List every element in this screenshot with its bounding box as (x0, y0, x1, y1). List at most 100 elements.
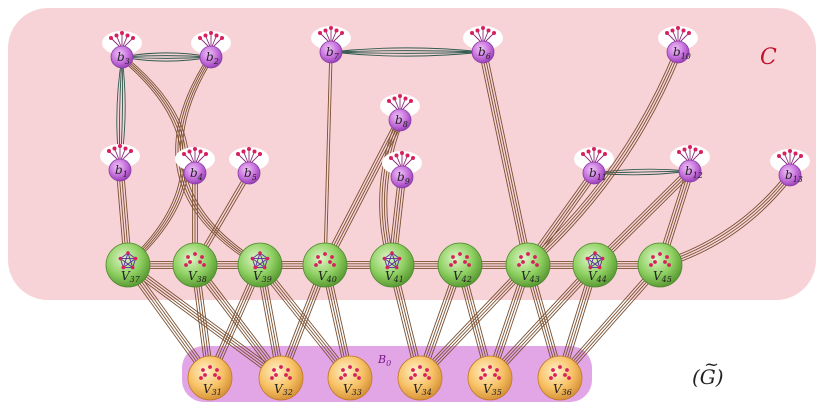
antenna-dot (253, 150, 257, 154)
antenna-dot (398, 94, 402, 98)
node-label-sub: 34 (422, 388, 432, 397)
antenna-dot (777, 154, 781, 158)
inner-dot (284, 373, 288, 377)
inner-dot (463, 260, 467, 264)
antenna-dot (220, 36, 224, 40)
inner-dot (208, 365, 212, 369)
antenna-dot (677, 150, 681, 154)
inner-dot (458, 252, 462, 256)
inner-dot (521, 260, 525, 264)
inner-dot (558, 365, 562, 369)
label-graph: (G) (692, 365, 724, 389)
inner-dot (465, 255, 469, 259)
inner-dot (339, 376, 343, 380)
inner-dot (323, 252, 327, 256)
node-V42: V42 (438, 243, 482, 287)
inner-dot (341, 368, 345, 372)
antenna-dot (400, 151, 404, 155)
inner-dot (565, 368, 569, 372)
inner-dot (198, 260, 202, 264)
inner-dot (425, 368, 429, 372)
inner-dot (467, 263, 471, 267)
inner-dot (200, 255, 204, 259)
antenna-dot (682, 29, 686, 33)
antenna-dot (109, 36, 113, 40)
antenna-dot (409, 99, 413, 103)
pentagon-vertex (398, 257, 402, 261)
antenna-dot (687, 31, 691, 35)
inner-dot (517, 263, 521, 267)
node-V43: V43 (506, 243, 550, 287)
inner-dot (497, 376, 501, 380)
inner-dot (493, 373, 497, 377)
inner-dot (658, 252, 662, 256)
antenna-dot (193, 147, 197, 151)
antenna-dot (481, 26, 485, 30)
antenna-dot (492, 31, 496, 35)
pentagon-vertex (126, 251, 130, 255)
inner-dot (453, 260, 457, 264)
antenna-dot (676, 26, 680, 30)
antenna-dot (340, 31, 344, 35)
inner-dot (274, 373, 278, 377)
antenna-dot (204, 34, 208, 38)
inner-dot (549, 376, 553, 380)
inner-dot (314, 263, 318, 267)
pentagon-vertex (383, 257, 387, 261)
pentagon-vertex (593, 251, 597, 255)
antenna-dot (671, 29, 675, 33)
antenna-dot (204, 152, 208, 156)
antenna-dot (794, 152, 798, 156)
inner-dot (279, 365, 283, 369)
node-label-sub: 36 (562, 388, 572, 397)
antenna-dot (199, 150, 203, 154)
inner-dot (653, 260, 657, 264)
inner-dot (348, 365, 352, 369)
antenna-dot (406, 154, 410, 158)
pentagon-vertex (134, 257, 138, 261)
node-V35: V35 (468, 356, 512, 400)
pentagon-vertex (395, 266, 399, 270)
inner-dot (318, 260, 322, 264)
inner-dot (353, 373, 357, 377)
antenna-dot (209, 31, 213, 35)
inner-dot (495, 368, 499, 372)
node-label-sub: 8 (403, 120, 408, 129)
node-V31: V31 (188, 356, 232, 400)
node-label-sub: 10 (681, 52, 691, 61)
inner-dot (217, 376, 221, 380)
node-label-sub: 31 (212, 388, 222, 397)
antenna-dot (587, 150, 591, 154)
antenna-dot (198, 36, 202, 40)
pentagon-vertex (258, 251, 262, 255)
inner-dot (316, 255, 320, 259)
inner-dot (203, 373, 207, 377)
node-label-sub: 5 (252, 173, 257, 182)
inner-dot (535, 263, 539, 267)
inner-dot (553, 373, 557, 377)
antenna-dot (476, 29, 480, 33)
antenna-dot (699, 150, 703, 154)
node-label-sub: 42 (461, 275, 472, 284)
node-label-sub: 1 (123, 170, 128, 179)
antenna-dot (598, 150, 602, 154)
node-label-sub: 35 (492, 388, 502, 397)
inner-dot (411, 368, 415, 372)
node-V36: V36 (538, 356, 582, 400)
node-V40: V40 (303, 243, 347, 287)
antenna-dot (788, 149, 792, 153)
inner-dot (649, 263, 653, 267)
pentagon-vertex (266, 257, 270, 261)
pentagon-vertex (601, 257, 605, 261)
node-V33: V33 (328, 356, 372, 400)
antenna-dot (107, 149, 111, 153)
antenna-dot (182, 152, 186, 156)
inner-dot (270, 376, 274, 380)
node-V34: V34 (398, 356, 442, 400)
antenna-dot (129, 149, 133, 153)
node-V32: V32 (259, 356, 303, 400)
antenna-dot (694, 148, 698, 152)
antenna-dot (799, 154, 803, 158)
inner-dot (199, 376, 203, 380)
